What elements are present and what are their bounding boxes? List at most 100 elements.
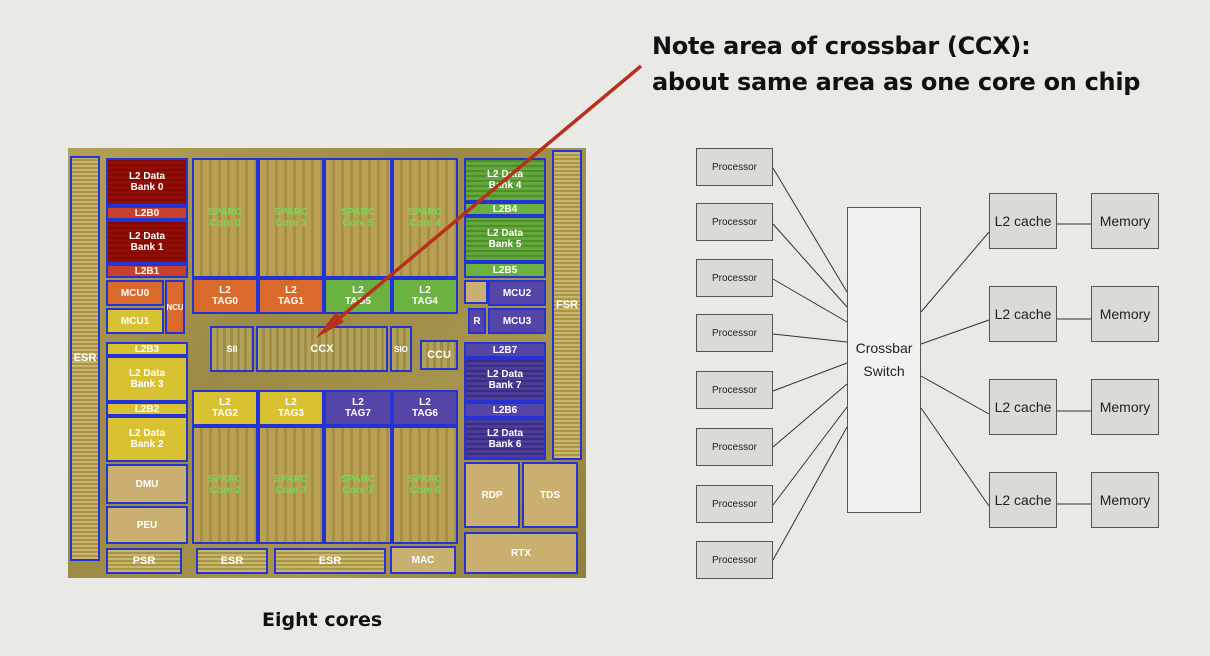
die-label: ESR [318, 554, 342, 567]
die-block-l2-bank-0: L2 Data Bank 0 [106, 158, 188, 206]
die-block-mcu1: MCU1 [106, 308, 164, 334]
die-block-l2-tag7: L2 TAG7 [324, 390, 392, 426]
die-label: RDP [481, 489, 503, 501]
die-block-l2b1: L2B1 [106, 264, 188, 278]
die-block-sparc-core-3: SPARC Core 3 [258, 426, 324, 544]
die-label: L2 TAG7 [345, 397, 371, 419]
die-block-esr-left: ESR [70, 156, 100, 561]
processor-label: Processor [711, 216, 757, 228]
die-block-ncu: NCU [165, 280, 185, 334]
die-block-sii: SII [210, 326, 254, 372]
link-p6 [772, 383, 848, 448]
die-block-l2b7: L2B7 [464, 342, 546, 358]
link-p7 [772, 406, 848, 506]
die-block-mac: MAC [390, 546, 456, 574]
die-label: MCU0 [120, 287, 150, 299]
die-block-l2-bank-6: L2 Data Bank 6 [464, 418, 546, 460]
die-block-ccu: CCU [420, 340, 458, 370]
die-label: L2B6 [492, 404, 518, 416]
link-c1 [920, 231, 990, 313]
memory-box-3: Memory [1091, 379, 1159, 435]
processor-label: Processor [711, 441, 757, 453]
die-label: L2 Data Bank 2 [128, 428, 166, 450]
processor-box-3: Processor [696, 259, 773, 297]
arrow-head [316, 312, 344, 338]
chip-die-photo: ESR L2 Data Bank 0 L2B0 L2 Data Bank 1 L… [68, 148, 586, 578]
processor-box-6: Processor [696, 428, 773, 466]
l2-cache-box-4: L2 cache [989, 472, 1057, 528]
die-label: ESR [73, 352, 97, 364]
die-block-l2-bank-2: L2 Data Bank 2 [106, 416, 188, 462]
l2-cache-label: L2 cache [994, 399, 1052, 415]
note-line-1: Note area of crossbar (CCX): [652, 32, 1031, 60]
die-block-sparc-core-0: SPARC Core 0 [192, 158, 258, 278]
die-block-l2b0: L2B0 [106, 206, 188, 220]
die-block-dmu: DMU [106, 464, 188, 504]
processor-label: Processor [711, 272, 757, 284]
link-p8 [772, 426, 848, 561]
die-label: PSR [132, 554, 156, 567]
die-label: L2 Data Bank 5 [486, 228, 524, 250]
die-label: L2B1 [134, 265, 160, 277]
memory-label: Memory [1099, 492, 1151, 508]
processor-box-5: Processor [696, 371, 773, 409]
l2-cache-label: L2 cache [994, 306, 1052, 322]
die-label: L2 Data Bank 1 [128, 231, 166, 253]
die-label: L2 TAG0 [212, 285, 238, 307]
l2-cache-label: L2 cache [994, 492, 1052, 508]
crossbar-note: Note area of crossbar (CCX): about same … [652, 28, 1140, 100]
die-block-l2-tag6: L2 TAG6 [392, 390, 458, 426]
die-block-sparc-core-5: SPARC Core 5 [324, 158, 392, 278]
die-label: L2 Data Bank 0 [128, 171, 166, 193]
l2-cache-box-1: L2 cache [989, 193, 1057, 249]
processor-label: Processor [711, 384, 757, 396]
die-label: DMU [135, 478, 159, 490]
link-p3 [772, 278, 848, 323]
die-label: L2B5 [492, 264, 518, 276]
die-label: ESR [220, 554, 244, 567]
die-label: MCU3 [502, 315, 532, 327]
memory-label: Memory [1099, 213, 1151, 229]
die-block-sio: SIO [390, 326, 412, 372]
note-line-2: about same area as one core on chip [652, 68, 1141, 96]
link-p2 [772, 223, 848, 308]
memory-label: Memory [1099, 399, 1151, 415]
die-block-mcu2: MCU2 [488, 280, 546, 306]
die-block-l2-bank-5: L2 Data Bank 5 [464, 216, 546, 262]
die-label: SII [226, 343, 238, 354]
die-label: SPARC Core 4 [407, 207, 443, 229]
die-block-sparc-core-6: SPARC Core 6 [392, 426, 458, 544]
die-block-l2b6: L2B6 [464, 402, 546, 418]
link-c3 [920, 375, 990, 415]
die-label: L2 Data Bank 7 [486, 369, 524, 391]
crossbar-to-cache-lines [920, 231, 990, 507]
processor-label: Processor [711, 498, 757, 510]
die-block-sparc-core-7: SPARC Core 7 [324, 426, 392, 544]
die-block-l2-tag3: L2 TAG3 [258, 390, 324, 426]
die-block-rtx: RTX [464, 532, 578, 574]
l2-cache-label: L2 cache [994, 213, 1052, 229]
die-block-sparc-core-4: SPARC Core 4 [392, 158, 458, 278]
die-block-mcu3: MCU3 [488, 308, 546, 334]
die-label: L2 TAG2 [212, 397, 238, 419]
pointer-arrow [316, 64, 643, 338]
die-label: L2 TAG3 [278, 397, 304, 419]
die-label: SPARC Core 3 [273, 474, 309, 496]
die-block-mcu0: MCU0 [106, 280, 164, 306]
die-block-small [464, 280, 488, 304]
die-block-r: R [468, 308, 486, 334]
die-label: FSR [556, 298, 578, 311]
processor-label: Processor [711, 327, 757, 339]
die-label: SPARC Core 7 [340, 474, 376, 496]
die-label: SPARC Core 0 [207, 207, 243, 229]
die-block-peu: PEU [106, 506, 188, 544]
processor-box-4: Processor [696, 314, 773, 352]
die-block-l2-tag4: L2 TAG4 [392, 278, 458, 314]
die-block-esr-right: FSR [552, 150, 582, 460]
die-label: R [473, 315, 481, 327]
die-label: MCU1 [120, 315, 150, 327]
die-block-l2b5: L2B5 [464, 262, 546, 278]
memory-box-4: Memory [1091, 472, 1159, 528]
cache-to-memory-lines [1057, 223, 1091, 505]
die-block-l2-bank-1: L2 Data Bank 1 [106, 220, 188, 264]
